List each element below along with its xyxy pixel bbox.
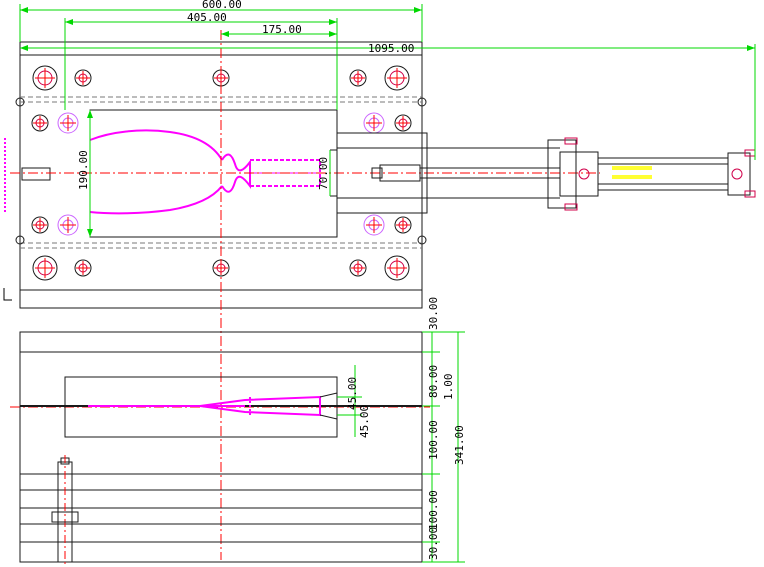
screw-counterbore xyxy=(394,114,412,132)
return-pin-hole xyxy=(57,214,79,236)
dim-70: 70.00 xyxy=(317,157,330,190)
screw-counterbore xyxy=(394,216,412,234)
ucs-icon xyxy=(3,288,12,301)
guide-bushing xyxy=(384,255,410,281)
ejector-holes xyxy=(15,65,427,281)
dim-600: 600.00 xyxy=(202,0,242,11)
dim-175: 175.00 xyxy=(262,23,302,36)
guide-bushing xyxy=(32,255,58,281)
return-pin-hole xyxy=(363,214,385,236)
edge-hole xyxy=(15,97,25,107)
molded-part-side xyxy=(88,395,321,417)
side-nozzle xyxy=(319,392,338,420)
guide-pillar-icon xyxy=(51,455,79,565)
dim-side-341: 341.00 xyxy=(453,425,466,465)
dim-side-100-b: 100.00 xyxy=(427,490,440,530)
screw-counterbore xyxy=(74,259,92,277)
part-upper-arm xyxy=(89,129,223,161)
return-pin-hole xyxy=(57,112,79,134)
dim-side-1: 1.00 xyxy=(442,374,455,401)
dimension-text: 600.00 405.00 175.00 1095.00 190.00 70.0… xyxy=(77,0,466,560)
dim-side-80: 80.00 xyxy=(427,365,440,398)
dim-45-bottom: 45.00 xyxy=(358,405,371,438)
guide-bushing xyxy=(384,65,410,91)
cylinder-label xyxy=(612,166,652,179)
dimension-arrows xyxy=(20,7,755,237)
screw-counterbore xyxy=(74,69,92,87)
dim-45-top: 45.00 xyxy=(346,377,359,410)
dim-side-30-top: 30.00 xyxy=(427,297,440,330)
screw-counterbore xyxy=(31,114,49,132)
dimension-lines xyxy=(19,4,756,563)
screw-counterbore xyxy=(31,216,49,234)
side-outline xyxy=(19,331,423,563)
screw-counterbore xyxy=(349,259,367,277)
screw-counterbore xyxy=(349,69,367,87)
molded-part-top xyxy=(89,129,321,215)
guide-bushing xyxy=(32,65,58,91)
edge-hole xyxy=(417,97,427,107)
dim-405: 405.00 xyxy=(187,11,227,24)
dim-1095: 1095.00 xyxy=(368,42,414,55)
water-inlet-stub xyxy=(21,167,51,181)
part-lower-arm xyxy=(89,185,223,215)
dim-190: 190.00 xyxy=(77,150,90,190)
edge-hole xyxy=(417,235,427,245)
dim-side-100: 100.00 xyxy=(427,420,440,460)
edge-hole xyxy=(15,235,25,245)
dim-side-30-bottom: 30.00 xyxy=(427,527,440,560)
